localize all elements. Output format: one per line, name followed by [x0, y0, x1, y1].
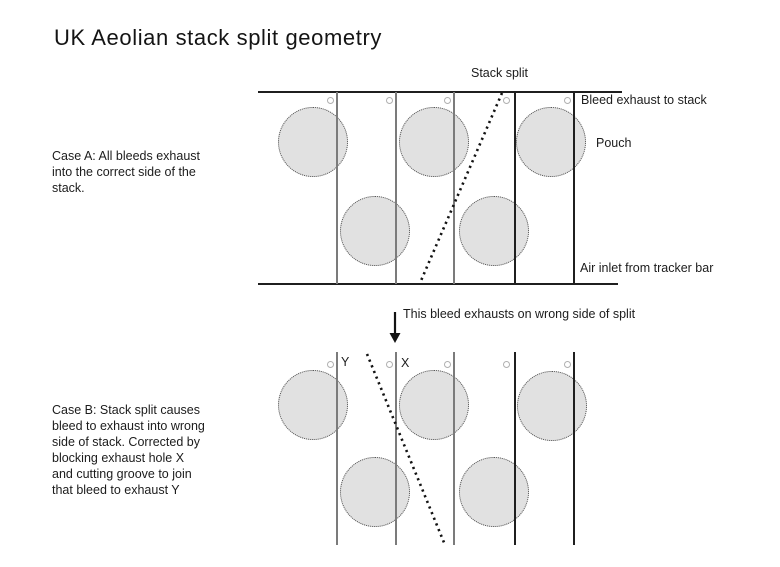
stack-channel-line [453, 92, 455, 284]
bleed-exhaust-hole [563, 360, 571, 368]
stack-channel-line [573, 92, 575, 284]
bleed-exhaust-to-stack-label: Bleed exhaust to stack [581, 93, 707, 107]
bleed-exhaust-hole [502, 360, 510, 368]
pouch-circle [399, 370, 469, 440]
stack-top-edge [258, 91, 622, 93]
stack-split-label: Stack split [471, 66, 528, 80]
stack-channel-line [336, 352, 338, 545]
wrong-side-annotation-label: This bleed exhausts on wrong side of spl… [403, 307, 636, 321]
bleed-exhaust-hole [563, 96, 571, 104]
stack-channel-line [514, 352, 516, 545]
stack-bottom-edge [258, 283, 618, 285]
bleed-exhaust-hole [326, 360, 334, 368]
bleed-exhaust-hole [502, 96, 510, 104]
pouch-label: Pouch [596, 136, 632, 150]
exhaust-hole-x-label: X [401, 356, 410, 370]
exhaust-hole-y-label: Y [341, 355, 350, 369]
bleed-exhaust-hole [385, 360, 393, 368]
pouch-circle [340, 196, 410, 266]
page-title: UK Aeolian stack split geometry [54, 25, 382, 50]
stack-channel-line [395, 92, 397, 284]
stack-channel-line [395, 352, 397, 545]
air-inlet-from-tracker-bar-label: Air inlet from tracker bar [580, 261, 714, 275]
stack-channel-line [514, 92, 516, 284]
bleed-exhaust-hole [443, 96, 451, 104]
pouch-circle [340, 457, 410, 527]
bleed-exhaust-hole [443, 360, 451, 368]
pouch-circle [459, 457, 529, 527]
case-b-description: Case B: Stack split causes bleed to exha… [52, 403, 205, 497]
pouch-circle [516, 107, 586, 177]
bleed-exhaust-hole [326, 96, 334, 104]
pouch-circle [517, 371, 587, 441]
bleed-exhaust-hole [385, 96, 393, 104]
down-arrow-head-icon [389, 333, 401, 343]
pouch-circle [459, 196, 529, 266]
case-a-description: Case A: All bleeds exhaust into the corr… [52, 149, 201, 195]
stack-channel-line [336, 92, 338, 284]
stack-channel-line [453, 352, 455, 545]
pouch-circle [399, 107, 469, 177]
stack-channel-line [573, 352, 575, 545]
